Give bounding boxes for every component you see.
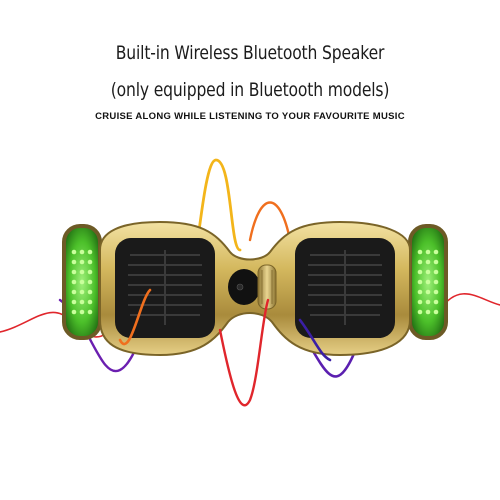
headline-line-2: (only equipped in Bluetooth models) xyxy=(110,79,390,101)
tagline: CRUISE ALONG WHILE LISTENING TO YOUR FAV… xyxy=(95,111,405,122)
wave-front-red xyxy=(218,298,270,407)
headline-line-1: Built-in Wireless Bluetooth Speaker xyxy=(115,42,385,64)
left-led-dots xyxy=(71,249,93,315)
power-led xyxy=(236,283,244,291)
wave-front-blue xyxy=(298,318,332,362)
right-led-dots xyxy=(417,249,439,315)
right-foot-pad xyxy=(295,238,395,338)
left-foot-pad xyxy=(115,238,215,338)
sound-wave-foreground xyxy=(118,288,332,407)
wave-front-orange xyxy=(118,288,152,346)
hoverboard-image xyxy=(62,220,448,357)
center-speaker xyxy=(228,269,260,305)
